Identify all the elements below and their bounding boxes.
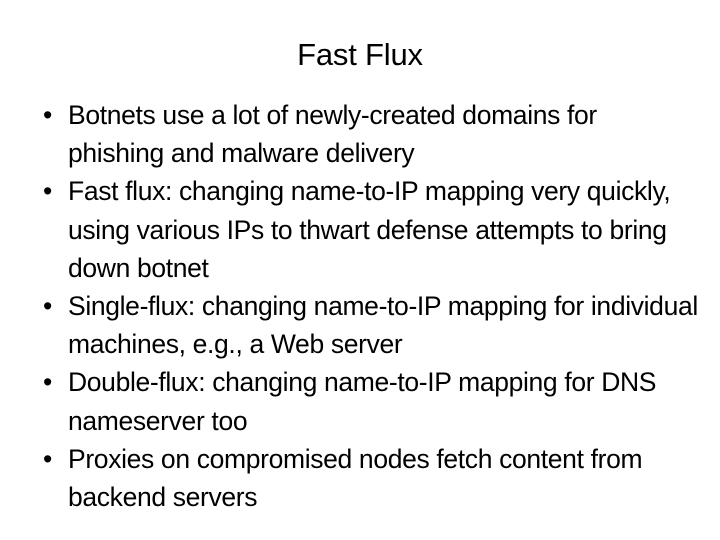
list-item: • Single-flux: changing name-to-IP mappi… <box>30 287 698 363</box>
list-item: • Double-flux: changing name-to-IP mappi… <box>30 363 698 439</box>
list-item: • Botnets use a lot of newly-created dom… <box>30 96 698 172</box>
bullet-point-icon: • <box>43 443 52 474</box>
bullet-text: Double-flux: changing name-to-IP mapping… <box>68 367 657 436</box>
bullet-text: Single-flux: changing name-to-IP mapping… <box>68 291 698 360</box>
bullet-text: Botnets use a lot of newly-created domai… <box>68 100 597 169</box>
bullet-text: Proxies on compromised nodes fetch conte… <box>68 443 643 513</box>
slide-bullet-list: • Botnets use a lot of newly-created dom… <box>30 96 698 516</box>
list-item: • Fast flux: changing name-to-IP mapping… <box>30 172 698 287</box>
bullet-point-icon: • <box>43 291 52 322</box>
list-item: • Proxies on compromised nodes fetch con… <box>30 440 698 516</box>
bullet-text: Fast flux: changing name-to-IP mapping v… <box>68 176 671 283</box>
bullet-point-icon: • <box>43 100 52 130</box>
bullet-point-icon: • <box>43 367 52 398</box>
bullet-point-icon: • <box>43 176 52 207</box>
page-title: Fast Flux <box>297 37 423 72</box>
